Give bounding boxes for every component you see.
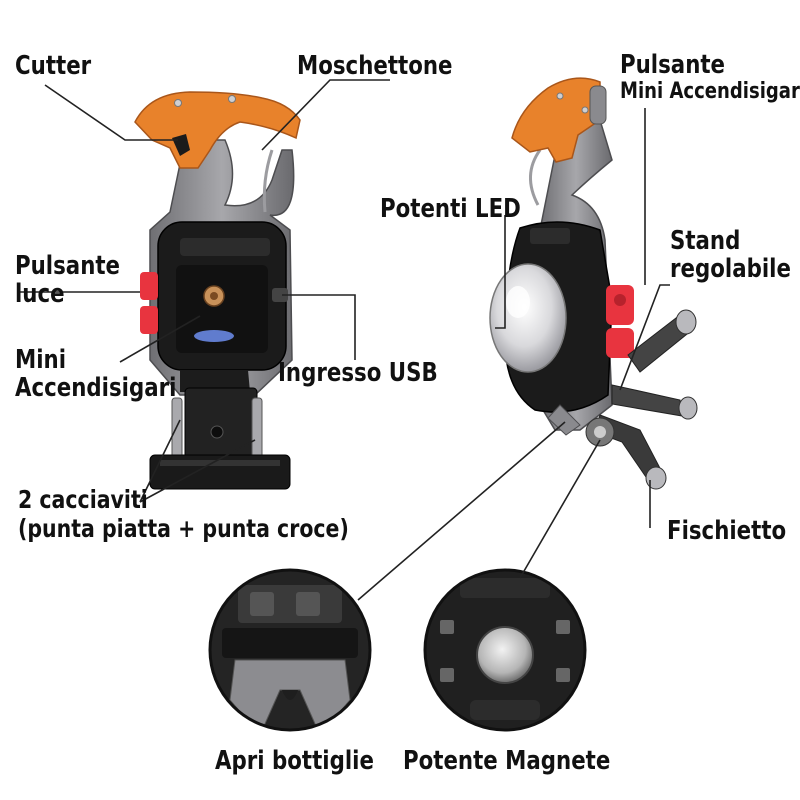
label-ingresso-usb: Ingresso USB <box>278 358 438 388</box>
left-light-button <box>140 272 158 300</box>
label-stand-2: regolabile <box>670 254 791 284</box>
label-mini-acc-1: Mini <box>15 345 67 375</box>
label-stand-1: Stand <box>670 226 741 256</box>
label-pulsante-mini-2: Mini Accendisigari <box>620 79 800 104</box>
label-potente-magnete: Potente Magnete <box>403 746 611 776</box>
leader-lines <box>18 79 670 601</box>
label-cacciaviti-2: (punta piatta + punta croce) <box>18 514 349 543</box>
label-moschettone: Moschettone <box>297 51 453 81</box>
label-pulsante-luce-1: Pulsante <box>15 251 121 281</box>
right-device <box>489 77 698 490</box>
label-pulsante-mini-1: Pulsante <box>620 50 726 80</box>
label-potenti-led: Potenti LED <box>380 194 521 224</box>
right-carabiner-wire <box>529 149 542 206</box>
label-apri-bottiglie: Apri bottiglie <box>215 746 374 776</box>
adjustable-stand <box>585 309 698 490</box>
left-usb-port <box>272 288 288 302</box>
led-dome <box>489 263 567 373</box>
label-fischietto: Fischietto <box>667 516 787 546</box>
label-pulsante-luce-2: luce <box>15 279 65 309</box>
label-cutter: Cutter <box>15 51 92 81</box>
magnet-detail <box>423 568 587 732</box>
left-device <box>134 91 301 490</box>
bottle-opener-detail <box>208 568 372 732</box>
label-cacciaviti-1: 2 cacciaviti <box>18 485 148 514</box>
label-mini-acc-2: Accendisigari <box>15 373 177 403</box>
left-carabiner-wire <box>262 149 274 213</box>
magnet-disc <box>476 626 534 684</box>
left-orange-handle <box>134 91 301 169</box>
right-orange-handle <box>511 77 601 163</box>
